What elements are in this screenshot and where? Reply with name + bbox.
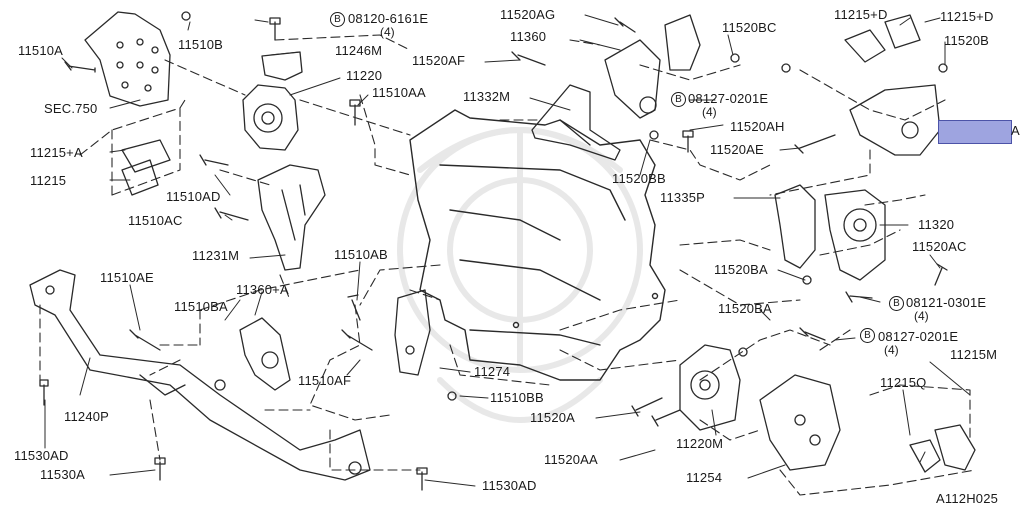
highlight-box — [938, 120, 1012, 144]
mount-11220M — [679, 344, 741, 431]
part-label: SEC.750 — [44, 101, 98, 116]
part-label: 11320 — [918, 217, 955, 232]
diagram-code: A112H025 — [936, 491, 999, 506]
bolt-marker-b: B — [860, 328, 875, 343]
part-label: 11335P — [660, 190, 706, 205]
part-label: 11520BB — [612, 171, 666, 186]
part-label: 11274 — [474, 364, 511, 379]
part-label: 11220 — [346, 68, 383, 83]
part-label: 11220M — [676, 436, 724, 451]
dashed-assembly-lines — [39, 34, 976, 496]
part-label: 11510AB — [334, 247, 388, 262]
bracket-11246M — [261, 51, 303, 81]
mount-11360 — [604, 14, 701, 119]
part-label: 11510BA — [174, 299, 228, 314]
part-label: 11520AA — [544, 452, 598, 467]
part-label: 11360+A — [236, 282, 289, 297]
part-label: 11254 — [686, 470, 723, 485]
bracket-11335P — [774, 184, 816, 269]
part-label: 11231M — [192, 248, 240, 263]
insulator-11215D — [844, 14, 921, 63]
part-label: 11510B — [178, 37, 224, 52]
part-label: 11246M — [335, 43, 383, 58]
watermark-emblem — [397, 127, 643, 423]
insulator-11215A — [121, 139, 171, 196]
bolt-marker-b: B — [671, 92, 686, 107]
part-label: 11215+A — [30, 145, 83, 160]
part-label: 11520B — [944, 33, 990, 48]
part-label: 11520AC — [912, 239, 967, 254]
part-label: 11510BB — [490, 390, 544, 405]
part-label: 11520AE — [710, 142, 764, 157]
part-label: 08120-6161E — [348, 11, 429, 26]
bracket-sec750 — [84, 11, 171, 107]
part-label: 11215 — [30, 173, 67, 188]
bracket-11274 — [394, 289, 431, 376]
part-label: 11510AA — [372, 85, 426, 100]
bracket-11231M — [257, 164, 326, 271]
part-label: 11520AG — [500, 7, 556, 22]
part-label: 11215+D — [834, 7, 888, 22]
leader-lines — [44, 14, 971, 487]
part-label: 11215+D — [940, 9, 994, 24]
part-quantity: (4) — [914, 309, 929, 323]
part-label: 08121-0301E — [906, 295, 987, 310]
part-label: 11520AF — [412, 53, 466, 68]
part-quantity: (4) — [380, 25, 395, 39]
part-label: 11332M — [463, 89, 511, 104]
mount-11360A — [239, 317, 291, 391]
part-label: 11510AE — [100, 270, 154, 285]
part-label: 11530A — [40, 467, 86, 482]
part-label: 11240P — [64, 409, 110, 424]
insulator-11215M — [909, 424, 976, 473]
part-label: 11510AF — [298, 373, 352, 388]
engine-block — [409, 109, 666, 381]
part-label: 11510AC — [128, 213, 183, 228]
part-label: 11520A — [530, 410, 576, 425]
member-11240P — [29, 269, 371, 481]
part-label: 11520BA — [718, 301, 772, 316]
part-label: 11215Q — [880, 375, 927, 390]
part-label: 11530AD — [14, 448, 69, 463]
part-label: 08127-0201E — [878, 329, 959, 344]
part-quantity: (4) — [702, 105, 717, 119]
bracket-11520B — [849, 84, 941, 156]
part-label: 11510A — [18, 43, 64, 58]
part-quantity: (4) — [884, 343, 899, 357]
part-label: 11520BA — [714, 262, 768, 277]
bracket-11254 — [759, 374, 841, 471]
bolts — [39, 11, 948, 491]
part-label: 11520BC — [722, 20, 777, 35]
bolt-marker-b: B — [889, 296, 904, 311]
part-label: 11360 — [510, 29, 547, 44]
bracket-11332M — [531, 84, 621, 161]
part-label: 11215M — [950, 347, 998, 362]
part-label: A — [1011, 123, 1020, 138]
mount-11320 — [824, 189, 886, 281]
part-label: 11520AH — [730, 119, 785, 134]
part-label: 08127-0201E — [688, 91, 769, 106]
part-label: 11530AD — [482, 478, 537, 493]
mount-11220 — [242, 84, 299, 151]
part-label: 11510AD — [166, 189, 221, 204]
bolt-marker-b: B — [330, 12, 345, 27]
